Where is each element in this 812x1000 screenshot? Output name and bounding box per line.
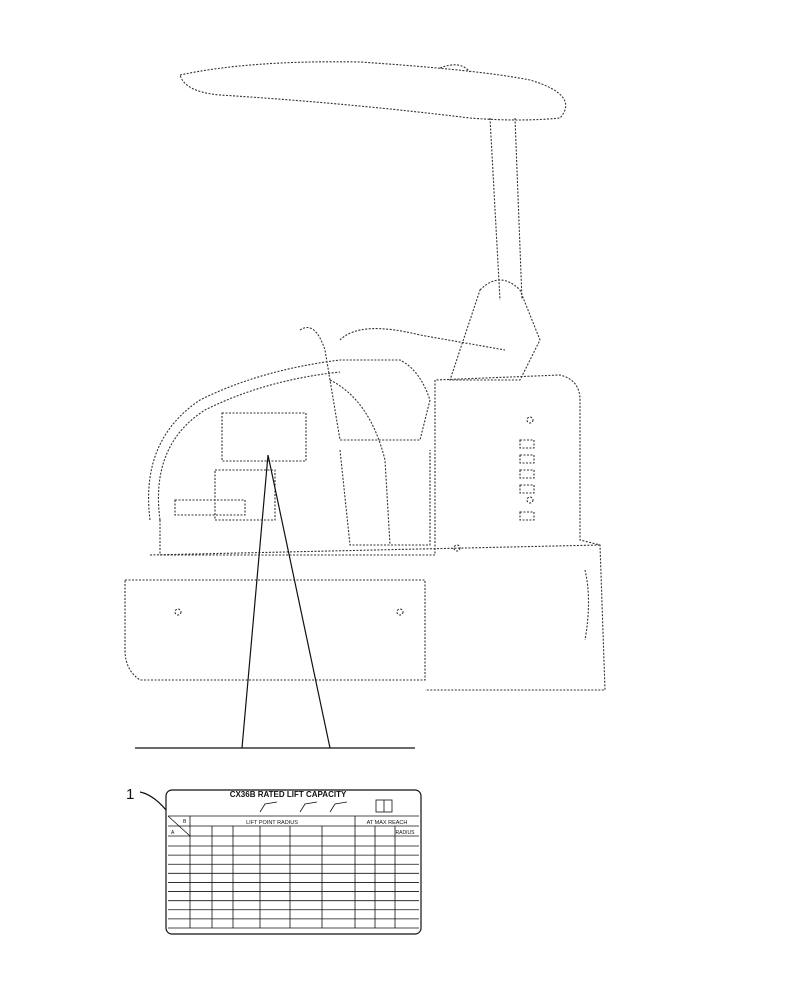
callout-number: 1 (126, 786, 134, 803)
radius-header: RADIUS (396, 830, 416, 836)
excavator-drawing (124, 61, 606, 691)
decal-title: CX36B RATED LIFT CAPACITY (230, 790, 347, 799)
corner-a: A (171, 830, 175, 836)
corner-b: B (183, 819, 187, 825)
lift-point-radius-header: LIFT POINT RADIUS (246, 820, 298, 826)
max-reach-header: AT MAX REACH (367, 820, 408, 826)
lift-capacity-decal: CX36B RATED LIFT CAPACITY LIFT POINT RAD… (165, 789, 422, 935)
